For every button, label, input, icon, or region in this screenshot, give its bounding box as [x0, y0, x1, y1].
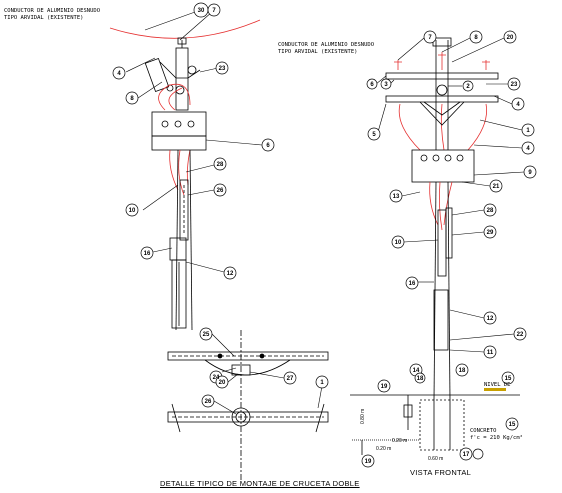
- fv-callout-4a: 4: [516, 102, 520, 108]
- fv-callout-14: 14: [413, 368, 420, 374]
- side-view-bubbles: [112, 2, 275, 280]
- fv-callout-11: 11: [487, 350, 494, 356]
- fv-callout-15: 15: [505, 376, 512, 382]
- foundation-bubbles: [361, 363, 519, 468]
- fv-callout-9: 9: [528, 170, 532, 176]
- callout-30: 30: [198, 8, 205, 14]
- detail-callout-1: 1: [320, 380, 324, 386]
- side-view: [109, 19, 261, 331]
- fv-callout-21: 21: [493, 184, 500, 190]
- callout-4: 4: [117, 71, 121, 77]
- ground-level-label: NIVEL DE: [484, 382, 511, 388]
- dim-080: 0.80 m: [360, 409, 366, 424]
- front-view-callouts: [375, 37, 525, 353]
- fv-callout-1: 1: [526, 128, 530, 134]
- callout-23: 23: [219, 66, 226, 72]
- crossarm-numbers: 25 24 27 20 1 26: [203, 332, 325, 405]
- fv-callout-8: 8: [474, 35, 478, 41]
- callout-12: 12: [227, 271, 234, 277]
- detail-callout-27: 27: [287, 376, 294, 382]
- detail-callout-25: 25: [203, 332, 210, 338]
- left-conductor-note: CONDUCTOR DE ALUMINIO DESNUDO TIPO ARVID…: [4, 8, 100, 22]
- fv-callout-29: 29: [487, 230, 494, 236]
- left-note-line1: CONDUCTOR DE ALUMINIO DESNUDO: [4, 8, 101, 14]
- fv-callout-16: 16: [409, 281, 416, 287]
- callout-10: 10: [129, 208, 136, 214]
- fv-callout-17: 17: [463, 452, 470, 458]
- fv-callout-23: 23: [511, 82, 518, 88]
- dim-020b: 0.20 m: [392, 438, 407, 444]
- crossarm-bubbles: [199, 327, 329, 408]
- side-view-callouts: [125, 11, 263, 273]
- detail-callout-24: 24: [213, 375, 220, 381]
- fv-callout-10: 10: [395, 240, 402, 246]
- callout-28: 28: [217, 162, 224, 168]
- fv-callout-5: 5: [372, 132, 376, 138]
- fv-callout-6: 6: [370, 82, 374, 88]
- fv-callout-12: 12: [487, 316, 494, 322]
- fv-callout-13: 13: [393, 194, 400, 200]
- left-note-line2: TIPO ARVIDAL (EXISTENTE): [4, 15, 84, 21]
- fv-callout-18a: 18: [417, 376, 424, 382]
- fv-callout-19b: 19: [365, 459, 372, 465]
- fv-callout-7: 7: [428, 35, 432, 41]
- front-view-bubbles: [366, 30, 537, 359]
- callout-8: 8: [130, 96, 134, 102]
- fv-callout-22: 22: [517, 332, 524, 338]
- fv-callout-18b: 18: [459, 368, 466, 374]
- front-view: [350, 37, 520, 455]
- right-conductor-note: CONDUCTOR DE ALUMINIO DESNUDO TIPO ARVID…: [278, 42, 374, 56]
- fv-callout-4b: 4: [526, 146, 530, 152]
- ground-level-bar: [484, 388, 506, 391]
- concrete-strength: f'c = 210 Kg/cm²: [470, 434, 523, 441]
- detail-callout-20: 20: [219, 380, 226, 386]
- callout-16: 16: [144, 251, 151, 257]
- callout-6: 6: [266, 143, 270, 149]
- crossarm-detail: [167, 330, 329, 480]
- foundation-numbers: 14 19 18 18 15 15 19 17: [365, 368, 516, 465]
- front-view-caption: VISTA FRONTAL: [410, 468, 472, 477]
- callout-26: 26: [217, 188, 224, 194]
- fv-callout-19: 19: [381, 384, 388, 390]
- fv-callout-20: 20: [507, 35, 514, 41]
- fv-callout-15b: 15: [509, 422, 516, 428]
- crossarm-leaders: [211, 333, 323, 415]
- dim-060: 0.60 m: [428, 456, 443, 462]
- right-note-line1: CONDUCTOR DE ALUMINIO DESNUDO: [278, 42, 375, 48]
- fv-callout-28: 28: [487, 208, 494, 214]
- callout-7: 7: [212, 8, 216, 14]
- fv-callout-2: 2: [466, 84, 470, 90]
- side-view-numbers: 30 7 4 8 23 6 28 26 10 16 12: [117, 8, 270, 277]
- crossarm-detail-caption: DETALLE TIPICO DE MONTAJE DE CRUCETA DOB…: [160, 479, 360, 488]
- concrete-label: CONCRETO: [470, 428, 497, 434]
- fv-callout-3: 3: [384, 82, 388, 88]
- detail-callout-26: 26: [205, 399, 212, 405]
- right-note-line2: TIPO ARVIDAL (EXISTENTE): [278, 49, 358, 55]
- front-view-numbers: 7 8 20 6 3 2 23 4 5 1 4 9 21 13 28 29 10…: [370, 35, 532, 356]
- dim-020a: 0.20 m: [376, 446, 391, 452]
